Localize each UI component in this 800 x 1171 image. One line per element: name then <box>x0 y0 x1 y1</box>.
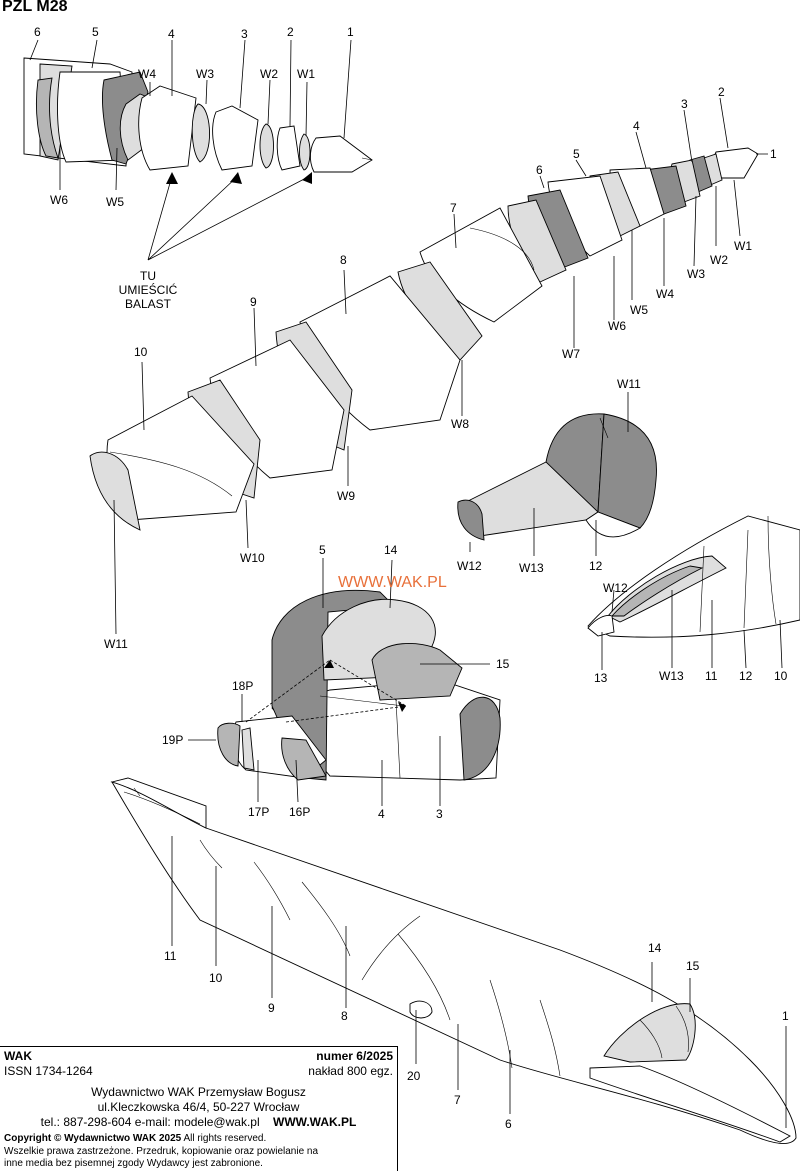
label-e17p: 17P <box>248 805 269 819</box>
label-f10: 10 <box>209 971 223 985</box>
label-b5: 5 <box>573 147 580 161</box>
company-address: ul.Kleczkowska 46/4, 50-227 Wrocław <box>97 1100 300 1114</box>
ballast-line-3: BALAST <box>125 297 172 311</box>
label-aw6: W6 <box>50 193 68 207</box>
label-a1: 1 <box>347 25 354 39</box>
label-f15: 15 <box>686 959 700 973</box>
label-cw13: W13 <box>519 561 544 575</box>
issn: ISSN 1734-1264 <box>4 1064 93 1078</box>
label-cw12: W12 <box>457 559 482 573</box>
label-cw11: W11 <box>617 377 641 391</box>
label-b6: 6 <box>536 163 543 177</box>
label-e19p: 19P <box>162 733 183 747</box>
copyright-bold: Copyright © Wydawnictwo WAK 2025 <box>4 1133 182 1144</box>
exploded-nose-group <box>23 39 373 261</box>
label-e15: 15 <box>496 657 510 671</box>
label-e16p: 16P <box>289 805 310 819</box>
ballast-line-2: UMIEŚCIĆ <box>119 282 178 297</box>
label-bw9: W9 <box>337 489 355 503</box>
label-f7: 7 <box>454 1093 461 1107</box>
label-a2: 2 <box>287 25 294 39</box>
label-b3: 3 <box>681 97 688 111</box>
label-f8: 8 <box>341 1009 348 1023</box>
label-d13: 13 <box>594 671 608 685</box>
label-a6: 6 <box>34 25 41 39</box>
label-b7: 7 <box>450 201 457 215</box>
label-bw1: W1 <box>734 239 752 253</box>
label-bw5: W5 <box>630 303 648 317</box>
label-f6: 6 <box>505 1117 512 1131</box>
copyright-rest: All rights reserved. <box>181 1133 267 1144</box>
ballast-line-1: TU <box>140 269 156 283</box>
label-d11: 11 <box>705 669 718 683</box>
label-b2: 2 <box>718 85 725 99</box>
issue-number: numer 6/2025 <box>316 1049 393 1063</box>
contact-phone-email: tel.: 887-298-604 e-mail: modele@wak.pl <box>40 1115 260 1129</box>
cockpit-section-group <box>188 558 501 806</box>
label-c12: 12 <box>589 559 603 573</box>
label-d10: 10 <box>774 669 788 683</box>
label-bw8: W8 <box>451 417 469 431</box>
label-a3: 3 <box>241 27 248 41</box>
label-e5: 5 <box>319 543 326 557</box>
label-b10: 10 <box>134 345 148 359</box>
label-f9: 9 <box>268 1001 275 1015</box>
label-f14: 14 <box>648 941 662 955</box>
label-aw2: W2 <box>260 67 278 81</box>
label-b9: 9 <box>250 295 257 309</box>
part-labels: 6 5 4 3 2 1 W4 W3 W2 W1 W6 W5 TU UMIEŚCI… <box>34 25 789 1131</box>
label-bw10: W10 <box>240 551 265 565</box>
label-dw12: W12 <box>603 581 628 595</box>
page-title: PZL M28 <box>2 0 68 15</box>
label-aw3: W3 <box>196 67 214 81</box>
imprint-box: WAK numer 6/2025 ISSN 1734-1264 nakład 8… <box>0 1046 398 1171</box>
label-f11: 11 <box>164 949 177 963</box>
contact-line: tel.: 887-298-604 e-mail: modele@wak.pl … <box>0 1115 397 1129</box>
label-e3: 3 <box>436 807 443 821</box>
label-bw7: W7 <box>562 347 580 361</box>
label-f20: 20 <box>407 1069 421 1083</box>
website-link[interactable]: WWW.WAK.PL <box>273 1115 357 1129</box>
label-d12: 12 <box>739 669 753 683</box>
copyright-line: Copyright © Wydawnictwo WAK 2025 All rig… <box>4 1133 393 1144</box>
label-bw6: W6 <box>608 319 626 333</box>
label-aw1: W1 <box>297 67 315 81</box>
exploded-fuselage-group <box>89 97 768 635</box>
label-f1: 1 <box>782 1009 789 1023</box>
watermark-url: WWW.WAK.PL <box>338 574 447 591</box>
label-e18p: 18P <box>232 679 253 693</box>
company-name: Wydawnictwo WAK Przemysław Bogusz <box>91 1085 306 1099</box>
label-a4: 4 <box>168 27 175 41</box>
label-aw5: W5 <box>106 195 124 209</box>
label-bw11: W11 <box>104 637 128 651</box>
label-bw3: W3 <box>687 267 705 281</box>
label-dw13: W13 <box>659 669 684 683</box>
label-bw4: W4 <box>656 287 674 301</box>
publisher-name: WAK <box>4 1049 32 1063</box>
label-e14: 14 <box>384 543 398 557</box>
notice-line-1: Wszelkie prawa zastrzeżone. Przedruk, ko… <box>4 1146 319 1157</box>
label-bw2: W2 <box>710 253 728 267</box>
tail-part-group <box>457 392 657 556</box>
label-b4: 4 <box>633 119 640 133</box>
assembled-fuselage-group <box>110 777 797 1144</box>
label-a5: 5 <box>92 25 99 39</box>
label-b1: 1 <box>770 147 777 161</box>
print-run: nakład 800 egz. <box>308 1064 393 1078</box>
assembled-tail-group <box>587 515 800 670</box>
label-b8: 8 <box>340 253 347 267</box>
label-e4: 4 <box>378 807 385 821</box>
label-aw4: W4 <box>138 67 156 81</box>
notice-line-2: inne media bez pisemnej zgody Wydawcy je… <box>4 1158 263 1169</box>
